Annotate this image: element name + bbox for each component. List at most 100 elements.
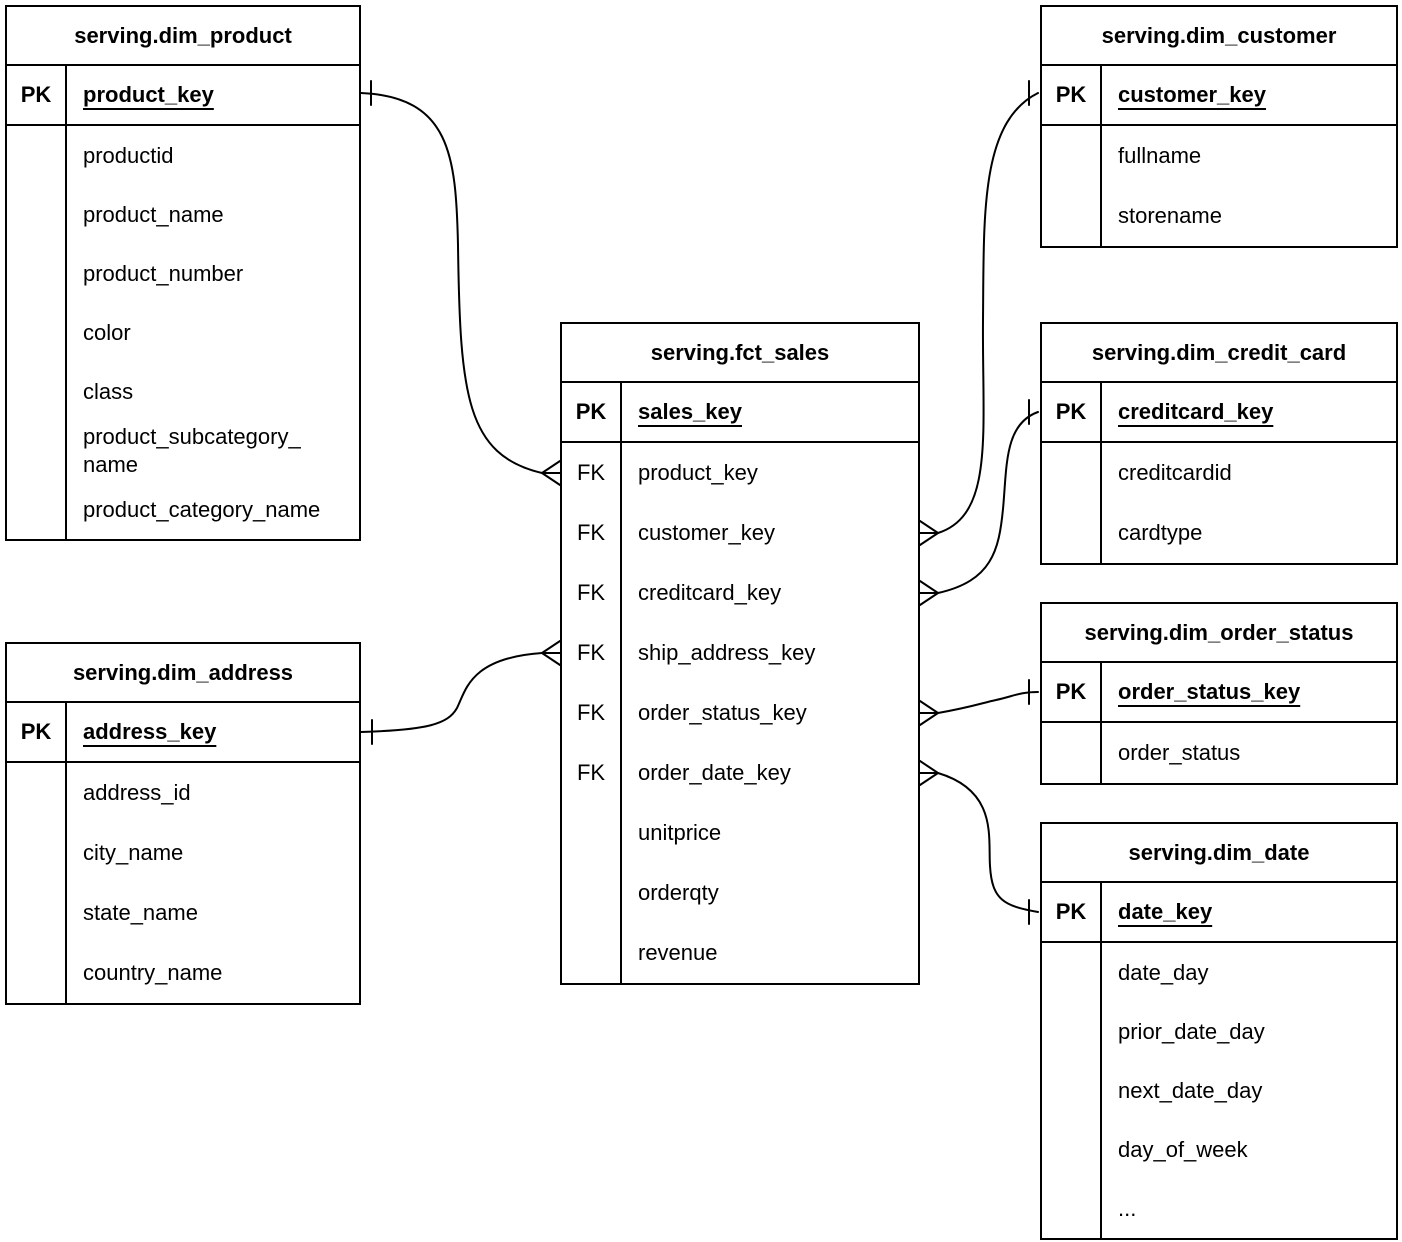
pk-label: PK xyxy=(1042,883,1102,941)
gutter xyxy=(7,303,67,362)
pk-label: PK xyxy=(562,383,622,441)
gutter xyxy=(1042,186,1102,246)
pk-column: date_key xyxy=(1118,899,1213,924)
pk-column: creditcard_key xyxy=(1118,399,1274,424)
column: day_of_week xyxy=(1118,1136,1248,1162)
fk-label: FK xyxy=(562,743,622,803)
pk-label: PK xyxy=(7,703,67,761)
relationship-fct-sales-dim-address xyxy=(360,640,561,745)
gutter xyxy=(7,244,67,303)
column: product_key xyxy=(638,460,758,485)
column: country_name xyxy=(83,960,223,985)
relationship-fct-sales-dim-product xyxy=(360,80,561,486)
pk-column: order_status_key xyxy=(1118,679,1301,704)
entity-dim-address: serving.dim_address PK address_key addre… xyxy=(5,642,361,1005)
gutter xyxy=(7,421,67,480)
pk-label: PK xyxy=(7,66,67,124)
column: ship_address_key xyxy=(638,640,816,665)
gutter xyxy=(7,126,67,185)
column: prior_date_day xyxy=(1118,1018,1265,1044)
gutter xyxy=(1042,943,1102,1002)
pk-column: customer_key xyxy=(1118,82,1266,107)
column: revenue xyxy=(638,940,718,965)
column: address_id xyxy=(83,780,191,805)
crow-foot-many-marker xyxy=(919,760,939,786)
entity-dim-date: serving.dim_date PK date_key date_day pr… xyxy=(1040,822,1398,1240)
pk-column: product_key xyxy=(83,82,214,107)
gutter xyxy=(1042,1120,1102,1179)
gutter xyxy=(562,803,622,863)
column: next_date_day xyxy=(1118,1077,1263,1103)
gutter xyxy=(1042,1061,1102,1120)
entity-dim-customer: serving.dim_customer PK customer_key ful… xyxy=(1040,5,1398,248)
gutter xyxy=(1042,1179,1102,1238)
wire xyxy=(937,92,1039,534)
relationship-fct-sales-dim-customer xyxy=(919,80,1039,546)
crow-foot-many-marker xyxy=(919,700,939,726)
entity-dim-credit-card: serving.dim_credit_card PK creditcard_ke… xyxy=(1040,322,1398,565)
gutter xyxy=(7,362,67,421)
gutter xyxy=(562,863,622,923)
entity-title: serving.dim_customer xyxy=(1042,7,1396,66)
gutter xyxy=(7,883,67,943)
gutter xyxy=(7,943,67,1003)
column: ... xyxy=(1118,1195,1137,1221)
column: order_date_key xyxy=(638,760,791,785)
relationship-fct-sales-dim-credit-card xyxy=(919,399,1039,606)
gutter xyxy=(7,185,67,244)
entity-title: serving.dim_address xyxy=(7,644,359,703)
column: unitprice xyxy=(638,820,722,845)
entity-title: serving.dim_date xyxy=(1042,824,1396,883)
gutter xyxy=(1042,1002,1102,1061)
column: state_name xyxy=(83,900,198,925)
column: product_number xyxy=(83,260,244,286)
gutter xyxy=(1042,503,1102,563)
gutter xyxy=(562,923,622,983)
entity-title: serving.fct_sales xyxy=(562,324,918,383)
fk-label: FK xyxy=(562,503,622,563)
gutter xyxy=(7,763,67,823)
entity-title: serving.dim_order_status xyxy=(1042,604,1396,663)
column: product_subcategory_ name xyxy=(83,423,301,477)
wire xyxy=(360,652,543,733)
entity-dim-product: serving.dim_product PK product_key produ… xyxy=(5,5,361,541)
crow-foot-many-marker xyxy=(541,640,561,666)
wire xyxy=(937,411,1039,594)
column: fullname xyxy=(1118,143,1202,168)
column: orderqty xyxy=(638,880,719,905)
column: order_status_key xyxy=(638,700,807,725)
column: customer_key xyxy=(638,520,775,545)
wire xyxy=(360,92,543,474)
gutter xyxy=(7,480,67,539)
fk-label: FK xyxy=(562,623,622,683)
gutter xyxy=(7,823,67,883)
column: product_name xyxy=(83,201,224,227)
pk-label: PK xyxy=(1042,383,1102,441)
crow-foot-many-marker xyxy=(541,460,561,486)
entity-dim-order-status: serving.dim_order_status PK order_status… xyxy=(1040,602,1398,785)
column: productid xyxy=(83,142,174,168)
pk-column: sales_key xyxy=(638,399,742,424)
column: creditcard_key xyxy=(638,580,782,605)
column: cardtype xyxy=(1118,520,1203,545)
gutter xyxy=(1042,126,1102,186)
column: color xyxy=(83,319,131,345)
column: creditcardid xyxy=(1118,460,1232,485)
column: product_category_name xyxy=(83,496,321,522)
entity-fct-sales: serving.fct_sales PK sales_key FK product… xyxy=(560,322,920,985)
entity-title: serving.dim_credit_card xyxy=(1042,324,1396,383)
pk-label: PK xyxy=(1042,66,1102,124)
pk-column: address_key xyxy=(83,719,217,744)
entity-title: serving.dim_product xyxy=(7,7,359,66)
wire xyxy=(937,772,1039,913)
fk-label: FK xyxy=(562,443,622,503)
pk-label: PK xyxy=(1042,663,1102,721)
gutter xyxy=(1042,723,1102,783)
relationship-fct-sales-dim-order-status xyxy=(919,679,1039,726)
gutter xyxy=(1042,443,1102,503)
column: order_status xyxy=(1118,740,1241,765)
column: storename xyxy=(1118,203,1222,228)
wire xyxy=(937,691,1039,714)
fk-label: FK xyxy=(562,683,622,743)
